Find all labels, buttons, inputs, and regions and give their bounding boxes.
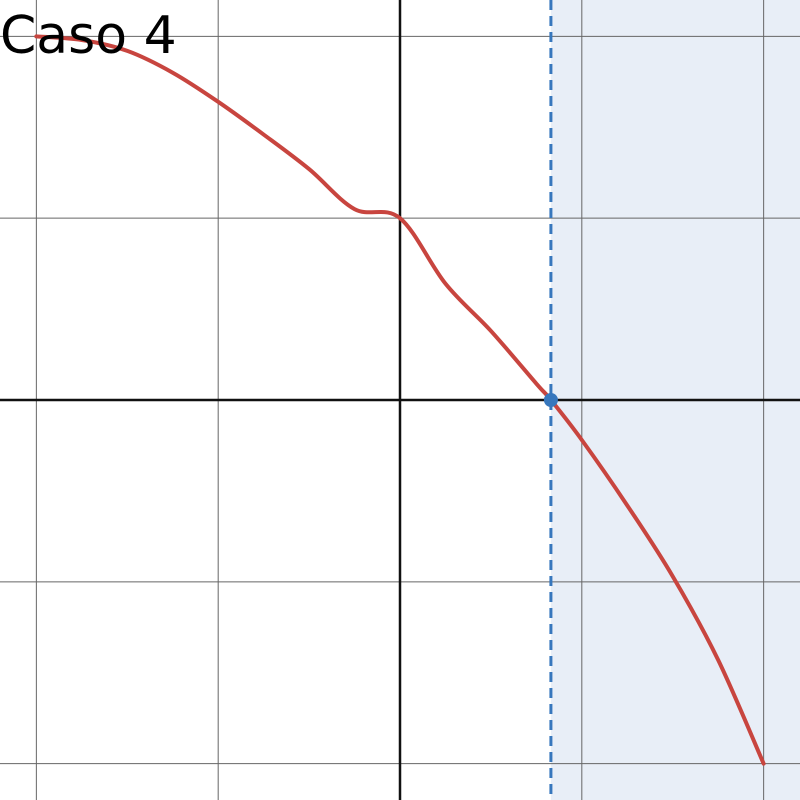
intersection-point [543, 393, 558, 407]
chart-title: Caso 4 [0, 6, 177, 66]
series-line [34, 34, 766, 766]
